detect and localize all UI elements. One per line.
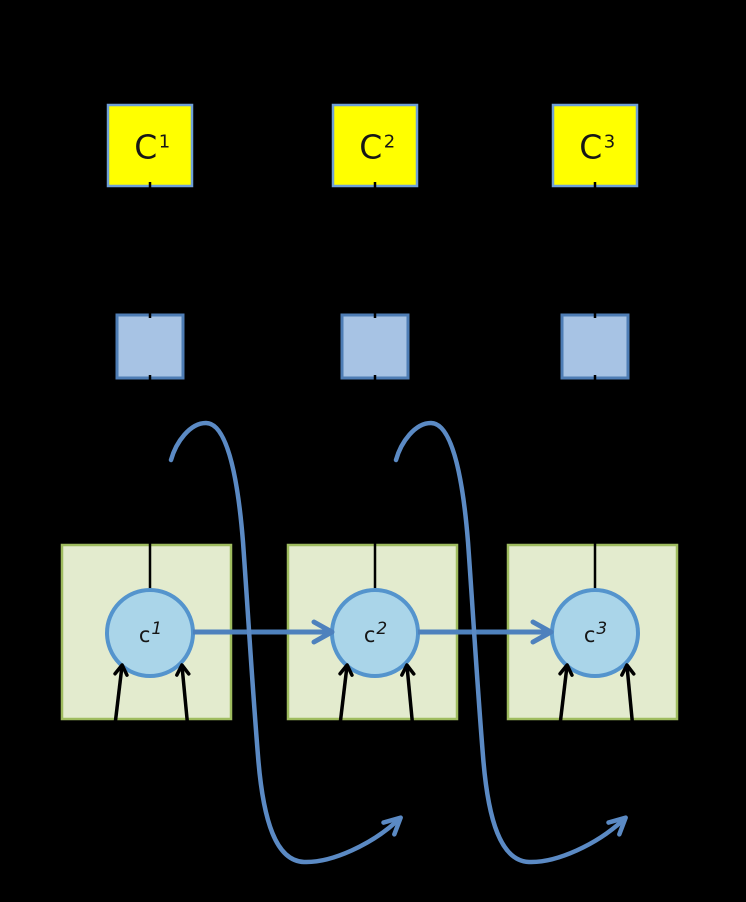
input-square-2 xyxy=(340,313,410,380)
cell-label-3-sup: 3 xyxy=(596,619,608,639)
input-arrow-left-2 xyxy=(335,663,354,751)
input-arrow-right-1 xyxy=(175,663,192,751)
context-box-2 xyxy=(331,103,419,188)
context-label-2: C2 xyxy=(359,128,395,167)
input-arrow-left-1 xyxy=(110,663,129,751)
loop-arrow-2 xyxy=(393,420,628,865)
context-box-1 xyxy=(106,103,194,188)
input-arrow-right-2 xyxy=(400,663,417,751)
input-square-3 xyxy=(560,313,630,380)
input-arrow-left-3 xyxy=(555,663,574,751)
context-label-1-sup: 1 xyxy=(158,131,171,153)
cell-label-3: c3 xyxy=(583,619,607,647)
cell-label-1-sup: 1 xyxy=(151,619,163,639)
cell-label-1: c1 xyxy=(138,619,162,647)
cell-label-2-base: c xyxy=(363,623,376,647)
loop-arrow-1 xyxy=(168,420,403,865)
context-label-3: C3 xyxy=(579,128,615,167)
context-label-2-base: C xyxy=(359,127,383,167)
input-arrow-right-3 xyxy=(620,663,637,751)
context-label-2-sup: 2 xyxy=(383,131,396,153)
cell-label-2: c2 xyxy=(363,619,387,647)
cell-label-1-base: c xyxy=(138,623,151,647)
context-label-1: C1 xyxy=(134,128,170,167)
cell-label-2-sup: 2 xyxy=(376,619,388,639)
context-label-3-sup: 3 xyxy=(603,131,616,153)
input-square-1 xyxy=(115,313,185,380)
context-label-1-base: C xyxy=(134,127,158,167)
cell-label-3-base: c xyxy=(583,623,596,647)
context-label-3-base: C xyxy=(579,127,603,167)
